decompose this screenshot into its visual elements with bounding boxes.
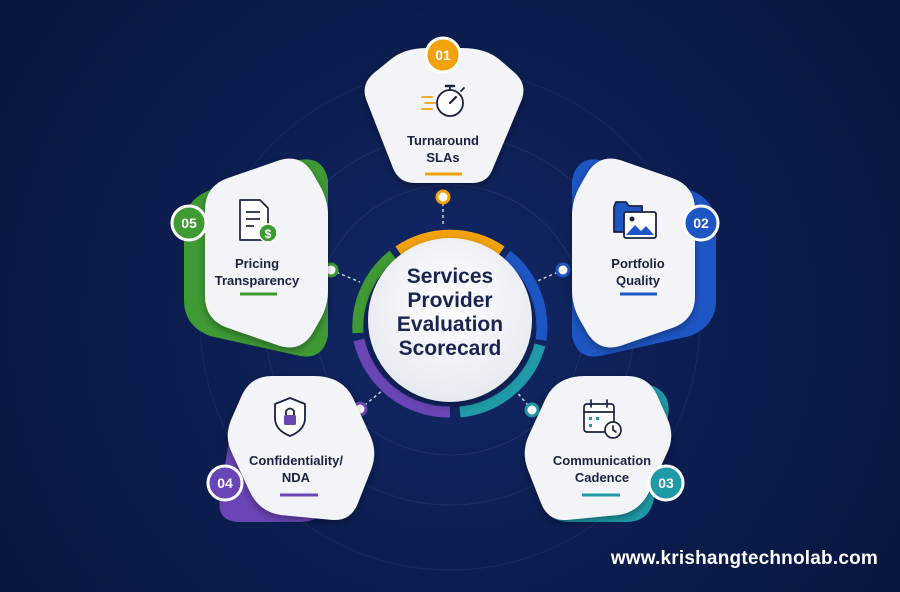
stopwatch-icon xyxy=(421,84,465,117)
card-confidentiality-nda: 04 xyxy=(206,376,375,522)
card-01-label: Turnaround SLAs xyxy=(378,132,508,166)
card-turnaround-slas: 01 xyxy=(364,36,524,183)
badge-03-number: 03 xyxy=(658,475,674,491)
calendar-clock-icon xyxy=(583,399,622,439)
ring-segment-02 xyxy=(503,250,548,341)
badge-05-number: 05 xyxy=(181,215,197,231)
center-ring xyxy=(352,229,548,418)
badge-03 xyxy=(647,464,685,502)
card-04-label: Confidentiality/ NDA xyxy=(231,452,361,486)
center-disc xyxy=(368,238,532,402)
badge-04 xyxy=(206,464,244,502)
connector-05 xyxy=(330,269,361,283)
card-04-label-line2: NDA xyxy=(281,470,311,485)
ring-segment-05 xyxy=(352,250,397,334)
card-04-label-line1: Confidentiality/ xyxy=(249,453,343,468)
card-01-label-line2: SLAs xyxy=(426,150,460,165)
ring-segment-03 xyxy=(459,343,546,418)
card-02-label-line1: Portfolio xyxy=(611,256,665,271)
connector-04 xyxy=(359,389,384,410)
footer-website-link[interactable]: www.krishangtechnolab.com xyxy=(610,548,878,569)
shield-lock-icon xyxy=(274,397,306,437)
connector-dot-03 xyxy=(524,402,540,418)
card-04-shape xyxy=(227,376,375,521)
card-01-label-line1: Turnaround xyxy=(407,133,479,148)
card-communication-cadence: 03 xyxy=(524,376,685,522)
pricing-document-icon: $ xyxy=(239,199,278,243)
badge-01-number: 01 xyxy=(435,47,451,63)
connector-03 xyxy=(514,389,533,411)
card-02-shape xyxy=(572,158,695,348)
center-title: Services Provider Evaluation Scorecard xyxy=(396,265,504,360)
badge-02-number: 02 xyxy=(693,215,709,231)
card-05-label-line1: Pricing xyxy=(234,256,280,271)
svg-text:$: $ xyxy=(265,227,272,241)
badge-05 xyxy=(170,204,208,242)
ring-segment-01 xyxy=(395,229,505,256)
card-03-label-line1: Communication xyxy=(552,453,652,468)
card-03-label-line2: Cadence xyxy=(574,470,630,485)
card-05-label: Pricing Transparency xyxy=(192,255,322,289)
badge-02 xyxy=(682,204,720,242)
connectors xyxy=(323,189,571,418)
badge-01 xyxy=(424,36,462,74)
ring-segment-04 xyxy=(353,338,451,418)
card-portfolio-quality: 02 xyxy=(572,158,720,357)
card-02-label: Portfolio Quality xyxy=(573,255,703,289)
card-02-label-line2: Quality xyxy=(615,273,661,288)
card-03-shape xyxy=(524,376,672,521)
card-pricing-transparency: 05 $ xyxy=(170,158,328,357)
badge-04-number: 04 xyxy=(217,475,233,491)
card-03-label: Communication Cadence xyxy=(537,452,667,486)
portfolio-folder-icon xyxy=(613,201,657,239)
connector-dot-02 xyxy=(555,262,571,278)
connector-dot-01 xyxy=(435,189,451,205)
card-05-shape xyxy=(205,158,328,348)
card-05-label-line2: Transparency xyxy=(214,273,300,288)
connector-02 xyxy=(534,269,564,283)
